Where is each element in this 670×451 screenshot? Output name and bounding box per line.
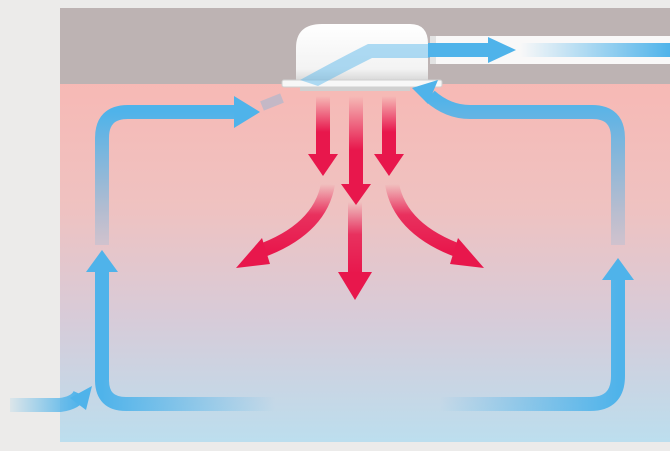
top-left-flow <box>95 105 238 245</box>
right-up-arrow-icon <box>602 258 634 280</box>
air-conditioner-cassette-icon <box>281 24 443 91</box>
return-air-loop <box>10 80 634 412</box>
supply-arrow-right-down-icon <box>374 96 404 176</box>
left-up-flow <box>95 268 109 380</box>
supply-arrow-curve-left-icon <box>236 182 335 268</box>
bottom-right-flow <box>440 280 625 411</box>
room-space <box>60 82 670 442</box>
supply-arrow-left-down-icon <box>308 96 338 176</box>
supply-arrow-bottom-down-icon <box>338 202 372 300</box>
top-right-flow <box>425 90 625 245</box>
top-right-arrow-icon <box>412 80 438 104</box>
top-left-arrow-icon <box>234 96 260 128</box>
entry-arrow-icon <box>70 386 92 410</box>
supply-arrow-center-down-icon <box>341 96 371 205</box>
supply-arrow-curve-right-icon <box>385 182 484 268</box>
left-up-arrow-icon <box>86 250 118 272</box>
bottom-left-flow <box>95 379 275 411</box>
intake-flow-band <box>300 44 430 86</box>
